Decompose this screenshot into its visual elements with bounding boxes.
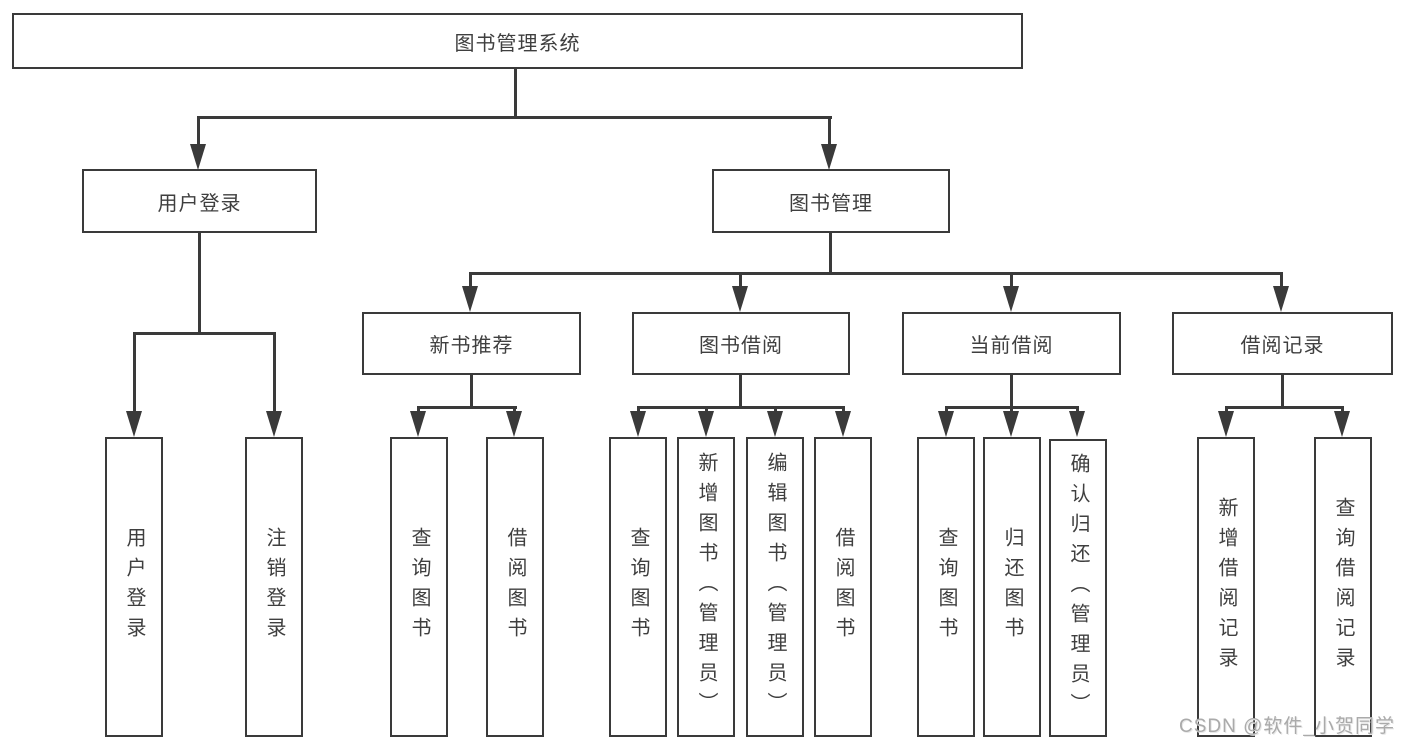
arrowhead-to-borrowing-records xyxy=(1273,286,1289,312)
connector-module2-shaft-2 xyxy=(705,406,708,413)
leaf-return-books: 归还图书 xyxy=(983,437,1041,737)
node-borrowing-records: 借阅记录 xyxy=(1172,312,1393,375)
arrowhead-to-book-management xyxy=(821,144,837,170)
node-current-borrowing: 当前借阅 xyxy=(902,312,1121,375)
connector-module-shaft-4 xyxy=(1280,272,1283,288)
connector-root-shaft-right xyxy=(828,116,831,146)
watermark-csdn: CSDN @软件_小贺同学 xyxy=(1179,716,1395,737)
connector-module2-stem xyxy=(739,375,742,409)
arrowhead-to-current-borrowing xyxy=(1003,286,1019,312)
node-book-management: 图书管理 xyxy=(712,169,950,233)
leaf-edit-books-admin: 编辑图书（管理员） xyxy=(746,437,804,737)
connector-module2-shaft-4 xyxy=(842,406,845,413)
connector-user-login-shaft-2 xyxy=(273,332,276,412)
connector-module3-stem xyxy=(1010,375,1013,409)
arrowhead-module2-leaf-1 xyxy=(630,411,646,437)
connector-module-shaft-1 xyxy=(469,272,472,288)
arrowhead-to-book-borrowing xyxy=(732,286,748,312)
leaf-user-login: 用户登录 xyxy=(105,437,163,737)
arrowhead-to-new-book-recommendation xyxy=(462,286,478,312)
leaf-query-books-borrowing: 查询图书 xyxy=(609,437,667,737)
connector-module1-shaft-2 xyxy=(513,406,516,413)
connector-module1-branch xyxy=(417,406,517,409)
leaf-borrow-books-recommend: 借阅图书 xyxy=(486,437,544,737)
leaf-confirm-return-admin: 确认归还（管理员） xyxy=(1049,439,1107,737)
leaf-add-books-admin: 新增图书（管理员） xyxy=(677,437,735,737)
leaf-add-borrow-record: 新增借阅记录 xyxy=(1197,437,1255,737)
connector-module2-shaft-3 xyxy=(774,406,777,413)
node-book-borrowing: 图书借阅 xyxy=(632,312,850,375)
connector-module4-shaft-2 xyxy=(1341,406,1344,413)
arrowhead-to-leaf-user-login xyxy=(126,411,142,437)
arrowhead-module4-leaf-1 xyxy=(1218,411,1234,437)
connector-book-management-branch xyxy=(469,272,1283,275)
arrowhead-module2-leaf-2 xyxy=(698,411,714,437)
leaf-query-borrow-record: 查询借阅记录 xyxy=(1314,437,1372,737)
leaf-query-books-current: 查询图书 xyxy=(917,437,975,737)
arrowhead-module3-leaf-2 xyxy=(1003,411,1019,437)
connector-module-shaft-2 xyxy=(739,272,742,288)
arrowhead-module3-leaf-3 xyxy=(1069,411,1085,437)
connector-module4-stem xyxy=(1281,375,1284,409)
arrowhead-module3-leaf-1 xyxy=(938,411,954,437)
arrowhead-to-leaf-logout xyxy=(266,411,282,437)
connector-user-login-shaft-1 xyxy=(133,332,136,412)
arrowhead-module1-leaf-1 xyxy=(410,411,426,437)
connector-root-shaft-left xyxy=(197,116,200,146)
connector-root-branch xyxy=(197,116,832,119)
connector-user-login-stem xyxy=(198,233,201,335)
leaf-logout: 注销登录 xyxy=(245,437,303,737)
arrowhead-module2-leaf-3 xyxy=(767,411,783,437)
arrowhead-module1-leaf-2 xyxy=(506,411,522,437)
arrowhead-module2-leaf-4 xyxy=(835,411,851,437)
arrowhead-to-user-login xyxy=(190,144,206,170)
connector-module4-shaft-1 xyxy=(1225,406,1228,413)
connector-module2-shaft-1 xyxy=(637,406,640,413)
connector-module3-shaft-2 xyxy=(1010,406,1013,413)
node-user-login: 用户登录 xyxy=(82,169,317,233)
connector-user-login-branch xyxy=(133,332,276,335)
connector-module4-branch xyxy=(1225,406,1344,409)
connector-module2-branch xyxy=(637,406,845,409)
connector-book-management-stem xyxy=(829,233,832,275)
node-new-book-recommendation: 新书推荐 xyxy=(362,312,581,375)
connector-module-shaft-3 xyxy=(1010,272,1013,288)
connector-module1-stem xyxy=(470,375,473,409)
connector-module3-shaft-3 xyxy=(1076,406,1079,413)
arrowhead-module4-leaf-2 xyxy=(1334,411,1350,437)
node-library-management-system: 图书管理系统 xyxy=(12,13,1023,69)
connector-module3-shaft-1 xyxy=(945,406,948,413)
leaf-borrow-books-borrowing: 借阅图书 xyxy=(814,437,872,737)
connector-root-stem xyxy=(514,68,517,119)
leaf-query-books-recommend: 查询图书 xyxy=(390,437,448,737)
connector-module1-shaft-1 xyxy=(417,406,420,413)
